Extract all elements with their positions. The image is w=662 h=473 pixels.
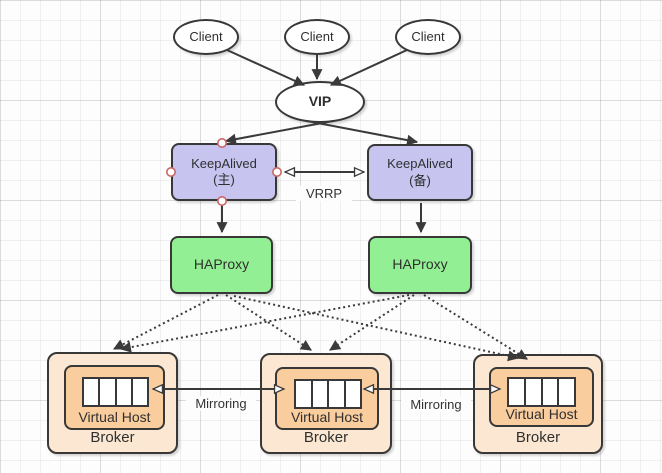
broker-node-3[interactable]: Virtual Host Broker xyxy=(473,354,603,454)
keepalived-primary-name: KeepAlived xyxy=(191,155,257,171)
client-node-2[interactable]: Client xyxy=(284,19,350,55)
queue-cell xyxy=(84,379,101,405)
virtual-host-label: Virtual Host xyxy=(505,405,578,422)
mirroring-edge-label-1[interactable]: Mirroring xyxy=(186,396,256,411)
edge-client-3-vip[interactable] xyxy=(330,49,408,86)
queue-cell xyxy=(100,379,117,405)
connection-handle-right[interactable] xyxy=(271,167,282,178)
haproxy-label: HAProxy xyxy=(193,256,250,273)
keepalived-primary-node[interactable]: KeepAlived (主) xyxy=(171,143,277,201)
queue-icon[interactable] xyxy=(294,379,362,409)
connection-handle-top[interactable] xyxy=(217,138,228,149)
edge-haproxy-left-broker-3[interactable] xyxy=(233,295,520,362)
vip-node[interactable]: VIP xyxy=(275,81,365,123)
queue-cell xyxy=(559,379,574,405)
broker-node-1[interactable]: Virtual Host Broker xyxy=(47,352,178,454)
edge-client-1-vip[interactable] xyxy=(226,49,306,86)
keepalived-backup-node[interactable]: KeepAlived (备) xyxy=(367,144,473,201)
queue-cell xyxy=(543,379,560,405)
client-label: Client xyxy=(189,28,223,44)
client-node-1[interactable]: Client xyxy=(173,19,239,55)
queue-cell xyxy=(526,379,543,405)
mirroring-edge-label-2[interactable]: Mirroring xyxy=(401,397,471,412)
edge-haproxy-left-broker-1[interactable] xyxy=(113,294,219,350)
queue-cell xyxy=(509,379,526,405)
edge-haproxy-right-broker-3[interactable] xyxy=(423,294,528,360)
edge-vip-keepalived-primary[interactable] xyxy=(224,120,334,145)
broker-label: Broker xyxy=(515,429,561,447)
haproxy-left-node[interactable]: HAProxy xyxy=(170,236,273,294)
queue-cell xyxy=(133,379,147,405)
broker-label: Broker xyxy=(90,429,135,447)
queue-cell xyxy=(313,381,329,407)
edge-haproxy-left-broker-2[interactable] xyxy=(225,294,312,351)
client-label: Client xyxy=(300,28,334,44)
keepalived-backup-name: KeepAlived xyxy=(387,156,453,172)
vip-label: VIP xyxy=(308,93,332,110)
keepalived-backup-role: (备) xyxy=(409,172,431,188)
vrrp-edge-label[interactable]: VRRP xyxy=(296,186,352,201)
virtual-host-label: Virtual Host xyxy=(78,408,151,425)
queue-cell xyxy=(346,381,361,407)
broker-node-2[interactable]: Virtual Host Broker xyxy=(260,353,392,454)
queue-cell xyxy=(117,379,133,405)
edge-haproxy-right-broker-1[interactable] xyxy=(119,294,410,353)
haproxy-right-node[interactable]: HAProxy xyxy=(368,236,472,294)
connection-handle-left[interactable] xyxy=(166,167,177,178)
haproxy-label: HAProxy xyxy=(392,256,448,273)
keepalived-primary-role: (主) xyxy=(213,172,235,187)
edge-haproxy-right-broker-2[interactable] xyxy=(329,294,415,351)
edge-vip-keepalived-backup[interactable] xyxy=(306,120,419,146)
virtual-host-node-1[interactable]: Virtual Host xyxy=(64,365,165,430)
queue-cell xyxy=(296,381,313,407)
virtual-host-node-3[interactable]: Virtual Host xyxy=(489,367,594,427)
client-node-3[interactable]: Client xyxy=(395,19,461,55)
queue-icon[interactable] xyxy=(507,377,576,407)
queue-cell xyxy=(329,381,346,407)
broker-label: Broker xyxy=(303,429,349,447)
queue-icon[interactable] xyxy=(82,377,149,407)
virtual-host-node-2[interactable]: Virtual Host xyxy=(275,367,379,430)
client-label: Client xyxy=(411,28,445,44)
connection-handle-bottom[interactable] xyxy=(217,196,228,207)
virtual-host-label: Virtual Host xyxy=(290,408,364,425)
